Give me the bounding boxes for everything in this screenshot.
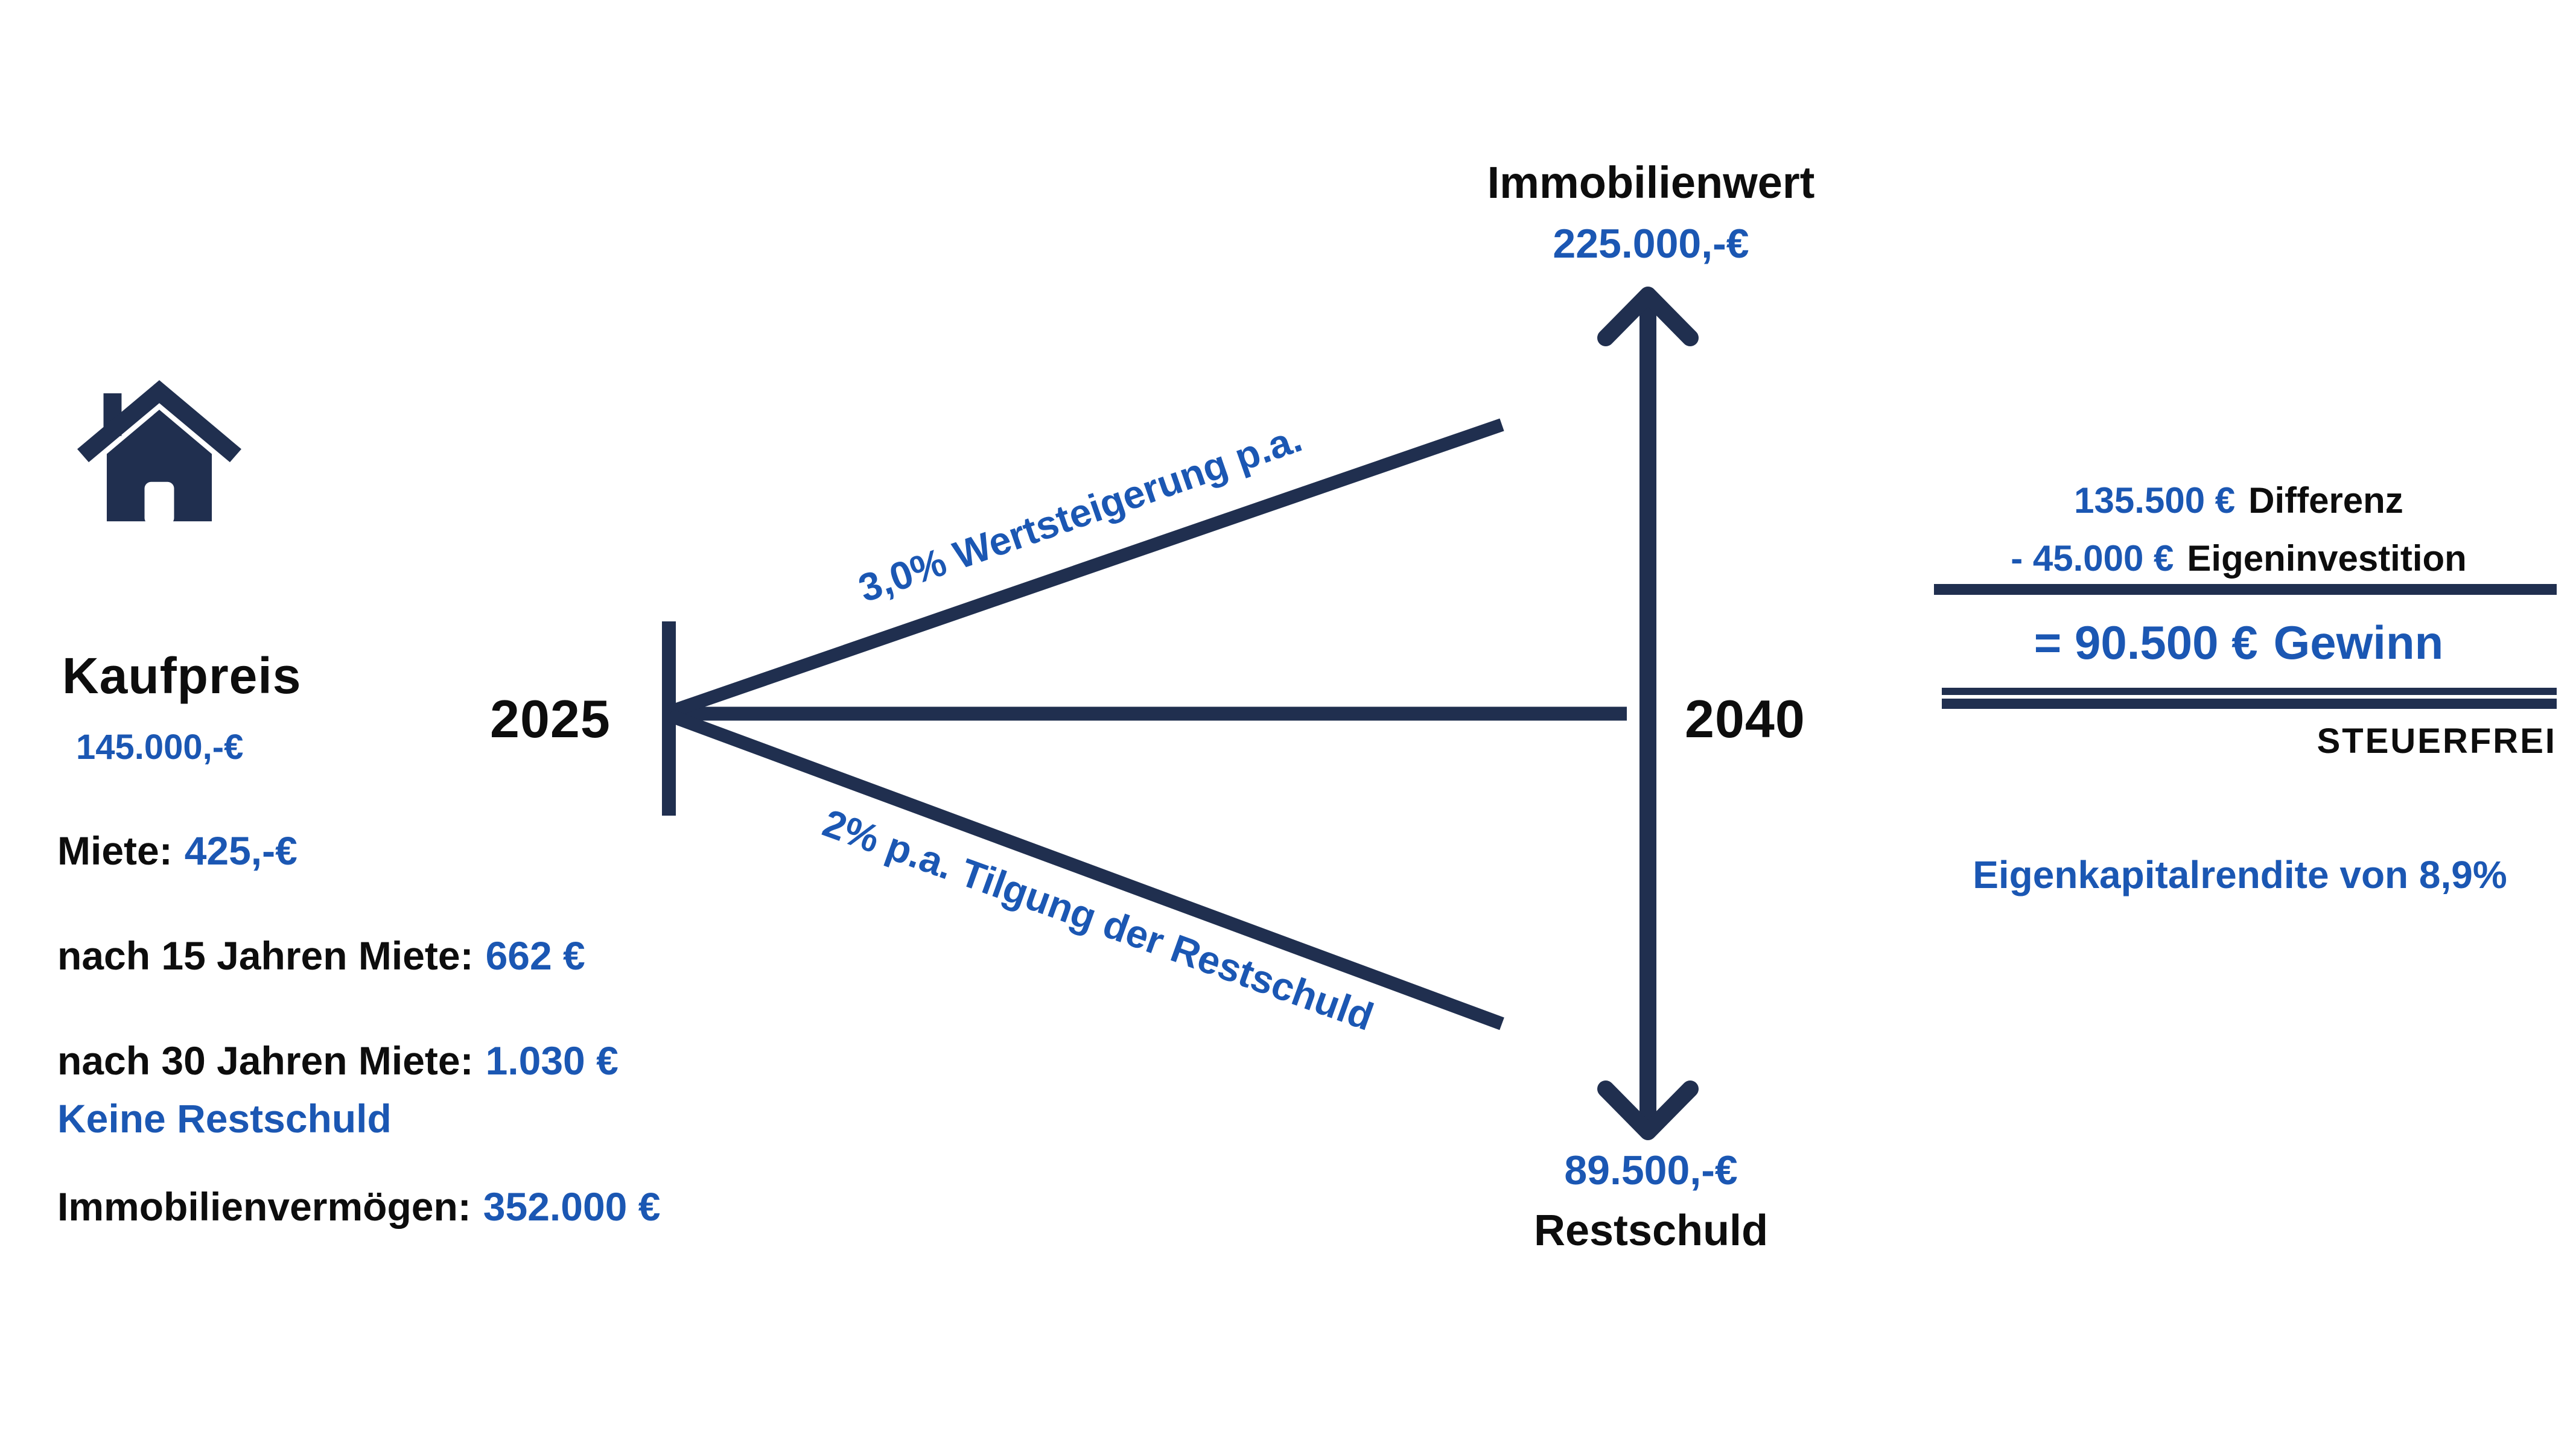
house-door	[144, 481, 174, 525]
house-roof	[77, 380, 241, 463]
purchase-price-title: Kaufpreis	[62, 647, 302, 704]
tax-free-note: STEUERFREI	[2317, 722, 2557, 761]
house-body	[106, 410, 212, 522]
calc-value: - 45.000 €	[2011, 538, 2174, 579]
property-value-title: Immobilienwert	[1487, 157, 1815, 208]
fact-label: nach 30 Jahren Miete:	[57, 1038, 474, 1083]
no-remaining-debt-note: Keine Restschuld	[57, 1096, 392, 1141]
house-icon	[77, 380, 241, 535]
calc-difference-row: 135.500 € Differenz	[1913, 483, 2565, 519]
remaining-debt-title: Restschuld	[1533, 1207, 1769, 1255]
fact-rent-30y: nach 30 Jahren Miete: 1.030 €	[57, 1039, 619, 1083]
fact-rent-15y: nach 15 Jahren Miete: 662 €	[57, 934, 585, 978]
property-value-amount: 225.000,-€	[1553, 221, 1749, 267]
equity-return-note: Eigenkapitalrendite von 8,9%	[1973, 853, 2507, 896]
fact-property-wealth: Immobilienvermögen: 352.000 €	[57, 1185, 660, 1229]
calc-value: 135.500 €	[2074, 480, 2236, 521]
value-range-arrow	[1597, 287, 1699, 1140]
down-arrowhead	[1597, 1080, 1699, 1140]
fact-value: 352.000 €	[483, 1184, 661, 1229]
appreciation-line	[667, 418, 1504, 719]
fact-label: Immobilienvermögen:	[57, 1184, 471, 1229]
calc-double-underline-bottom	[1942, 699, 2557, 709]
end-year-label: 2040	[1685, 689, 1805, 749]
calc-double-underline-top	[1942, 688, 2557, 695]
calc-result-label: Gewinn	[2273, 616, 2444, 669]
amortization-line	[667, 709, 1504, 1030]
calc-own-investment-row: - 45.000 € Eigeninvestition	[1913, 541, 2565, 577]
fact-value: 425,-€	[184, 828, 297, 873]
calc-divider-line	[1934, 584, 2557, 595]
calc-result-value: = 90.500 €	[2034, 616, 2258, 669]
fact-label: nach 15 Jahren Miete:	[57, 933, 474, 978]
calc-label: Eigeninvestition	[2187, 538, 2467, 579]
calc-label: Differenz	[2248, 480, 2403, 521]
start-year-label: 2025	[490, 689, 611, 749]
calc-profit-row: = 90.500 € Gewinn	[1913, 619, 2565, 666]
remaining-debt-amount: 89.500,-€	[1564, 1147, 1738, 1193]
up-arrowhead	[1597, 287, 1699, 346]
purchase-price-value: 145.000,-€	[76, 728, 244, 767]
fact-rent-now: Miete: 425,-€	[57, 829, 297, 873]
fact-label: Miete:	[57, 828, 173, 873]
fact-value: 1.030 €	[485, 1038, 619, 1083]
fact-value: 662 €	[485, 933, 585, 978]
